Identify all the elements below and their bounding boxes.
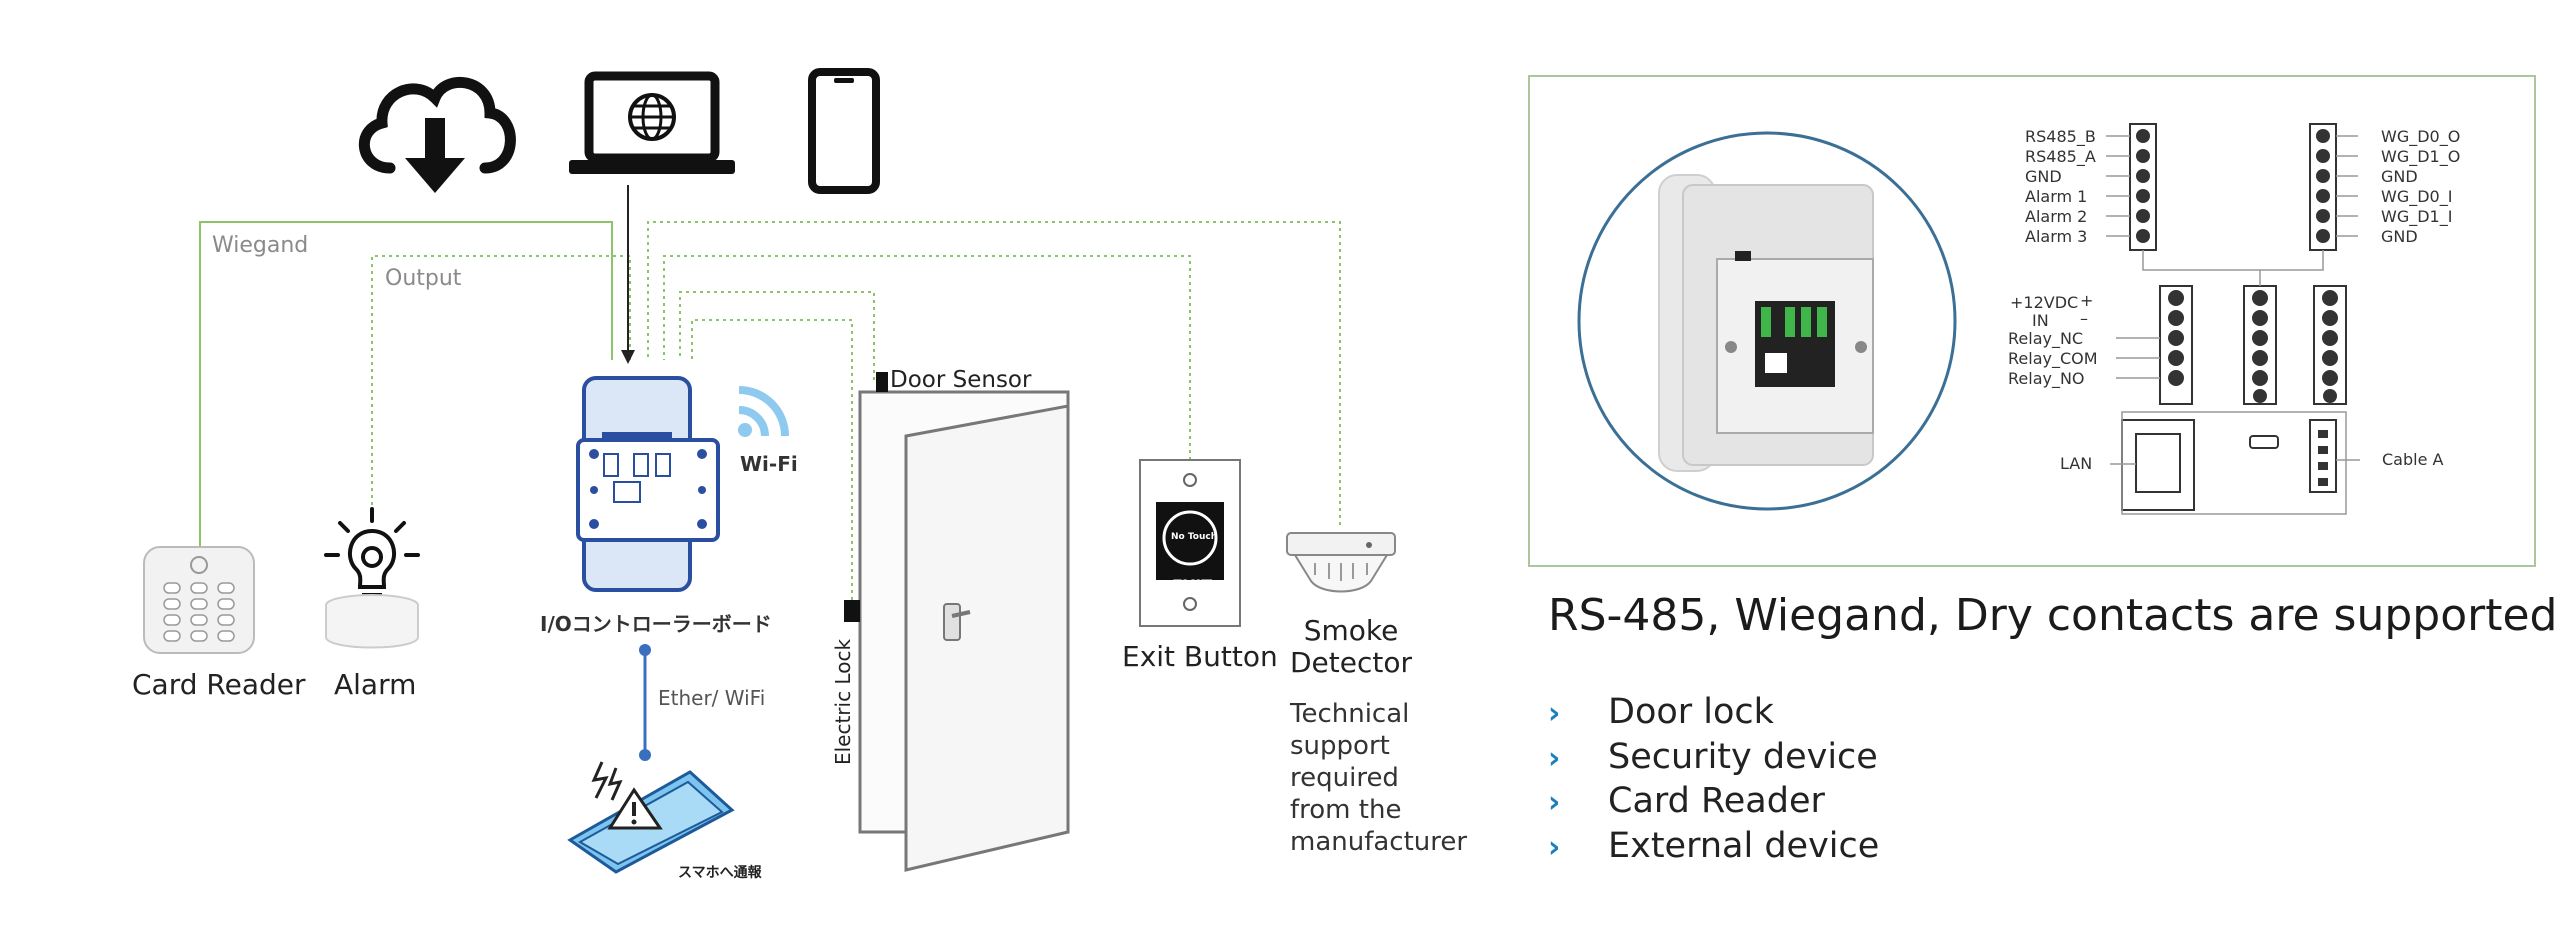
wifi-icon <box>738 386 789 437</box>
ether-wifi-label: Ether/ WiFi <box>658 686 766 710</box>
smartphone-icon <box>808 68 880 194</box>
exit-plate-top: No Touch <box>1171 532 1218 542</box>
alarm-icon <box>324 507 420 649</box>
door-sensor-label: Door Sensor <box>890 367 1032 393</box>
feature-label: Security device <box>1608 737 1878 777</box>
pin-wg-d1-i: WG_D1_I <box>2381 207 2453 226</box>
pin-cable-a: Cable A <box>2382 450 2444 469</box>
pin-relay-com: Relay_COM <box>2008 349 2098 368</box>
phone-notify-label: スマホへ通報 <box>678 865 762 881</box>
wiring-diagram <box>199 185 1341 761</box>
pin-alarm-3: Alarm 3 <box>2025 227 2088 246</box>
controller-label: I/Oコントローラーボード <box>540 612 772 636</box>
pin-alarm-1: Alarm 1 <box>2025 187 2088 206</box>
pin-alarm-2: Alarm 2 <box>2025 207 2088 226</box>
wifi-label: Wi-Fi <box>740 452 798 476</box>
pin-power-in: IN <box>2032 311 2049 330</box>
smoke-detector-icon <box>1286 532 1396 593</box>
alarm-label: Alarm <box>334 668 417 701</box>
pin-lan: LAN <box>2060 454 2093 473</box>
output-label: Output <box>385 266 462 291</box>
pin-minus-sign: – <box>2080 309 2088 328</box>
cloud-download-icon <box>359 77 516 193</box>
smoke-wire <box>647 221 1341 525</box>
exit-button-icon <box>1139 459 1241 627</box>
pin-gnd-right-1: GND <box>2381 167 2418 186</box>
door-sensor-wire <box>679 291 875 380</box>
ether-dot-top <box>639 644 651 656</box>
pin-wg-d0-i: WG_D0_I <box>2381 187 2453 206</box>
feature-label: External device <box>1608 826 1880 866</box>
pin-gnd-right-2: GND <box>2381 227 2418 246</box>
feature-item: › External device <box>1548 826 1879 866</box>
phone-alert-icon <box>567 761 735 874</box>
pin-relay-no: Relay_NO <box>2008 369 2085 388</box>
card-reader-icon <box>143 546 255 654</box>
pin-plus-sign: + <box>2080 291 2094 310</box>
smoke-detector-label: Smoke Detector <box>1290 614 1413 679</box>
controller-board-icon <box>576 376 720 592</box>
lock-wire <box>691 319 853 600</box>
pin-rs485-a: RS485_A <box>2025 147 2096 166</box>
feature-item: › Card Reader <box>1548 781 1825 821</box>
electric-lock-label: Electric Lock <box>831 638 856 766</box>
feature-label: Door lock <box>1608 692 1774 732</box>
terminal-diagram <box>2106 123 2360 515</box>
pin-wg-d0-o: WG_D0_O <box>2381 127 2461 146</box>
exit-button-label: Exit Button <box>1122 640 1278 673</box>
smoke-note: Technical support required from the manu… <box>1290 699 1468 857</box>
cloud-arrow-head <box>621 350 635 364</box>
chevron-right-icon: › <box>1548 696 1561 731</box>
chevron-right-icon: › <box>1548 785 1561 820</box>
ether-dot-bottom <box>639 749 651 761</box>
wiegand-label: Wiegand <box>212 233 309 258</box>
output-wire <box>371 255 631 505</box>
exit-plate-bottom: EXIT <box>1172 576 1213 595</box>
door-icon <box>858 372 1070 872</box>
device-back-photo <box>1577 131 1957 511</box>
feature-item: › Door lock <box>1548 692 1774 732</box>
feature-label: Card Reader <box>1608 781 1825 821</box>
electric-lock-block <box>844 600 860 622</box>
chevron-right-icon: › <box>1548 741 1561 776</box>
pin-wg-d1-o: WG_D1_O <box>2381 147 2461 166</box>
pin-gnd-left: GND <box>2025 167 2062 186</box>
pin-relay-nc: Relay_NC <box>2008 329 2084 348</box>
chevron-right-icon: › <box>1548 830 1561 865</box>
pin-rs485-b: RS485_B <box>2025 127 2096 146</box>
card-reader-label: Card Reader <box>132 668 306 701</box>
laptop-globe-icon <box>569 71 735 174</box>
wiegand-wire <box>199 221 613 550</box>
feature-item: › Security device <box>1548 737 1878 777</box>
pin-power-plus: +12VDC <box>2010 293 2079 312</box>
headline: RS-485, Wiegand, Dry contacts are suppor… <box>1548 590 2558 641</box>
